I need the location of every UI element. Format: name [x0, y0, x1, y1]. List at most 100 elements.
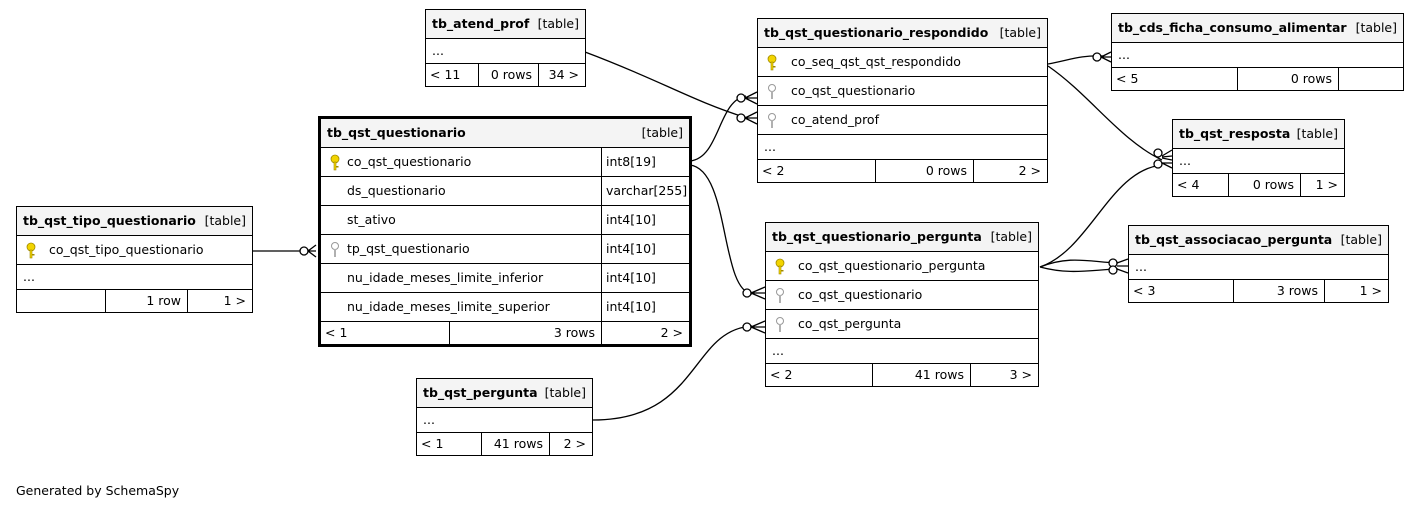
table-footer: < 5 0 rows — [1112, 68, 1403, 90]
crowfoot — [1161, 149, 1173, 161]
table-name: tb_atend_prof — [432, 16, 530, 31]
children-count — [1338, 68, 1403, 90]
edge-qperg-resposta — [1039, 164, 1163, 268]
column-type: int8[19] — [601, 148, 656, 176]
column-name: co_qst_pergunta — [798, 316, 902, 331]
crowfoot — [744, 111, 758, 125]
children-count: 2 > — [601, 322, 689, 344]
row-count: 3 rows — [449, 322, 601, 344]
children-count: 3 > — [970, 364, 1038, 386]
column-row: nu_idade_meses_limite_superior int4[10] — [321, 293, 689, 322]
table-tag: [table] — [999, 25, 1041, 40]
table-tb-qst-associacao-pergunta[interactable]: tb_qst_associacao_pergunta [table] ... <… — [1128, 225, 1389, 303]
table-tag: [table] — [641, 125, 683, 140]
edge-end-circle — [1092, 52, 1102, 62]
parents-count: < 2 — [770, 367, 793, 382]
table-footer: < 1 41 rows 2 > — [417, 433, 592, 455]
table-tag: [table] — [1340, 232, 1382, 247]
children-count: 1 > — [187, 290, 252, 312]
table-footer: < 1 3 rows 2 > — [321, 322, 689, 344]
parents-count: < 1 — [325, 325, 348, 340]
table-name: tb_qst_associacao_pergunta — [1135, 232, 1333, 247]
edge-questionario-respondido — [689, 95, 747, 162]
column-name: tp_qst_questionario — [347, 241, 470, 256]
table-header: tb_qst_pergunta [table] — [417, 379, 592, 408]
primary-key-icon — [775, 258, 785, 275]
crowfoot — [750, 320, 766, 334]
table-name: tb_qst_questionario_pergunta — [772, 229, 982, 244]
column-name: st_ativo — [347, 212, 396, 227]
table-header: tb_qst_resposta [table] — [1173, 120, 1344, 149]
table-tb-qst-pergunta[interactable]: tb_qst_pergunta [table] ... < 1 41 rows … — [416, 378, 593, 456]
edge-questionario-pergunta — [689, 164, 753, 295]
column-row: co_qst_questionario int8[19] — [321, 148, 689, 177]
row-count: 41 rows — [481, 433, 549, 455]
table-footer: 1 row 1 > — [17, 290, 252, 312]
column-name: co_qst_questionario — [791, 83, 916, 98]
table-tb-qst-questionario-respondido[interactable]: tb_qst_questionario_respondido [table] c… — [757, 18, 1048, 183]
parents-count: < 5 — [1116, 71, 1139, 86]
table-tb-atend-prof[interactable]: tb_atend_prof [table] ... < 11 0 rows 34… — [425, 9, 586, 87]
column-row: ds_questionario varchar[255] — [321, 177, 689, 206]
edge-atend-respondido — [584, 51, 748, 119]
edge-respondido-resposta — [1047, 65, 1163, 161]
column-name: nu_idade_meses_limite_superior — [347, 299, 550, 314]
parents-count: < 3 — [1133, 283, 1156, 298]
edge-pergunta-qperg — [592, 325, 753, 421]
table-tb-qst-questionario[interactable]: tb_qst_questionario [table] co_qst_quest… — [318, 116, 692, 347]
column-type: int4[10] — [601, 293, 656, 321]
row-count: 0 rows — [478, 64, 538, 86]
edge-qperg-assoc-b — [1039, 266, 1119, 273]
children-count: 1 > — [1300, 174, 1344, 196]
table-tag: [table] — [1355, 20, 1397, 35]
column-type: varchar[255] — [601, 177, 687, 205]
edge-end-circle — [1153, 159, 1163, 169]
edge-end-circle — [1153, 148, 1163, 158]
edge-end-circle — [1108, 265, 1118, 275]
column-row: co_qst_questionario_pergunta — [766, 252, 1038, 281]
column-name: ds_questionario — [347, 183, 446, 198]
edge-end-circle — [742, 322, 752, 332]
table-footer: < 2 41 rows 3 > — [766, 364, 1038, 386]
table-header: tb_atend_prof [table] — [426, 10, 585, 39]
column-name: co_qst_questionario — [798, 287, 923, 302]
foreign-key-icon — [776, 317, 784, 332]
children-count: 2 > — [549, 433, 592, 455]
table-name: tb_qst_pergunta — [423, 385, 538, 400]
table-tag: [table] — [544, 385, 586, 400]
more-columns: ... — [766, 339, 1038, 364]
column-name: co_atend_prof — [791, 112, 879, 127]
parents-count: < 11 — [430, 67, 461, 82]
crowfoot — [1116, 258, 1129, 274]
table-tb-qst-resposta[interactable]: tb_qst_resposta [table] ... < 4 0 rows 1… — [1172, 119, 1345, 197]
table-tb-cds-ficha-consumo-alimentar[interactable]: tb_cds_ficha_consumo_alimentar [table] .… — [1111, 13, 1404, 91]
more-columns: ... — [426, 39, 585, 64]
edge-end-circle — [742, 288, 752, 298]
table-tag: [table] — [1296, 126, 1338, 141]
parents-count: < 2 — [762, 163, 785, 178]
column-row: co_qst_questionario — [766, 281, 1038, 310]
row-count: 0 rows — [1228, 174, 1300, 196]
parents-count — [17, 290, 105, 312]
column-name: co_qst_questionario_pergunta — [798, 258, 986, 273]
children-count: 1 > — [1324, 280, 1388, 302]
more-columns: ... — [417, 408, 592, 433]
table-tb-qst-tipo-questionario[interactable]: tb_qst_tipo_questionario [table] co_qst_… — [16, 206, 253, 313]
edge-end-circle — [299, 246, 309, 256]
column-row: co_qst_pergunta — [766, 310, 1038, 339]
crowfoot — [744, 91, 758, 105]
column-row: co_atend_prof — [758, 106, 1047, 135]
children-count: 34 > — [538, 64, 585, 86]
column-type: int4[10] — [601, 264, 656, 292]
foreign-key-icon — [776, 288, 784, 303]
primary-key-icon — [767, 54, 777, 71]
column-row: st_ativo int4[10] — [321, 206, 689, 235]
row-count: 0 rows — [1237, 68, 1338, 90]
column-type: int4[10] — [601, 235, 656, 263]
column-row: co_qst_questionario — [758, 77, 1047, 106]
table-tb-qst-questionario-pergunta[interactable]: tb_qst_questionario_pergunta [table] co_… — [765, 222, 1039, 387]
row-count: 1 row — [105, 290, 187, 312]
primary-key-icon — [26, 242, 36, 259]
table-header: tb_cds_ficha_consumo_alimentar [table] — [1112, 14, 1403, 43]
